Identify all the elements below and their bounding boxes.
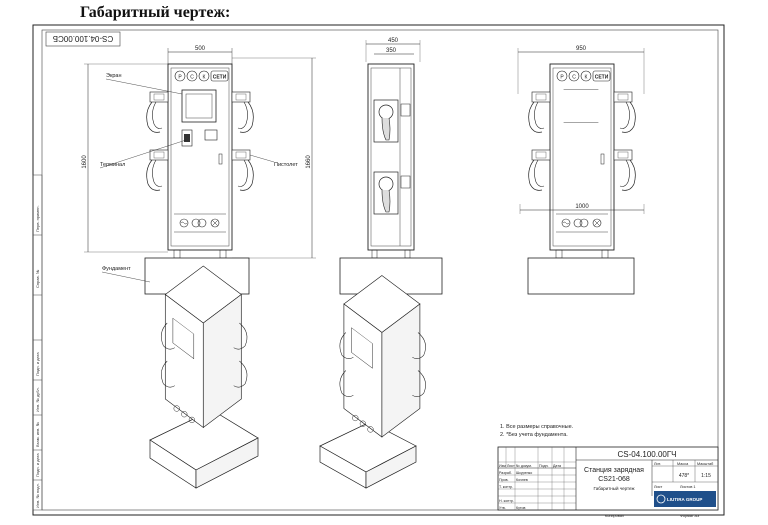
tb-header: Дата bbox=[553, 464, 561, 468]
front-view: 500 1600 1660 Р С К СЕТИ Экран Терминал … bbox=[82, 46, 316, 295]
tb-lit: Лит. bbox=[654, 462, 661, 466]
strip-label: Подп. и дата bbox=[35, 352, 40, 376]
iso-view-1 bbox=[149, 265, 259, 489]
tb-header: Изм bbox=[499, 464, 506, 468]
strip-label: Перв. примен. bbox=[35, 205, 40, 232]
tb-name: Кутов bbox=[516, 506, 525, 510]
tb-mass-header: Масса bbox=[677, 462, 689, 466]
tb-format: Формат A3 bbox=[680, 514, 699, 518]
note-line: 2. *Без учета фундамента. bbox=[500, 432, 568, 438]
logo-letter: Р bbox=[178, 75, 182, 81]
rotated-stamp-text: CS-04.100.00СБ bbox=[53, 34, 113, 43]
tb-role: Т. контр. bbox=[499, 485, 513, 489]
foundation-block bbox=[527, 257, 635, 295]
drawing-type: Габаритный чертеж bbox=[594, 485, 635, 491]
notes: 1. Все размеры справочные. 2. *Без учета… bbox=[500, 424, 574, 438]
logo-word: СЕТИ bbox=[213, 75, 227, 81]
tb-scale: 1:15 bbox=[701, 473, 711, 479]
strip-label: Подп. и дата bbox=[35, 453, 40, 477]
strip-label: Справ. № bbox=[35, 270, 40, 288]
dim-side-inner: 350 bbox=[386, 48, 397, 54]
strip-label: Инв. № дубл. bbox=[35, 387, 40, 412]
back-view: 950 Р С К СЕТИ 1000 bbox=[517, 46, 645, 295]
station-name: Станция зарядная bbox=[584, 467, 644, 474]
side-view: 450 350 bbox=[339, 38, 443, 295]
dim-back-inner: 1000 bbox=[575, 204, 589, 210]
tb-role: Утв. bbox=[499, 506, 506, 510]
tb-header: Подп. bbox=[539, 464, 549, 468]
company-logo bbox=[654, 491, 716, 507]
tb-header: № докум. bbox=[516, 464, 532, 468]
logo-letter: С bbox=[190, 75, 194, 81]
tb-scale-header: Масштаб bbox=[697, 462, 714, 466]
strip-label: Взам. инв. № bbox=[35, 422, 40, 447]
tb-role: Пров. bbox=[499, 478, 509, 482]
dim-front-total: 1660 bbox=[306, 155, 312, 169]
logo-letter: С bbox=[572, 75, 576, 81]
rotated-stamp: CS-04.100.00СБ bbox=[45, 31, 121, 47]
tb-name: Шкуренко bbox=[516, 471, 532, 475]
logo-word: СЕТИ bbox=[595, 75, 609, 81]
tb-mass: 478* bbox=[679, 473, 689, 479]
tb-copied: Копировал bbox=[605, 514, 624, 518]
tb-header: Лист bbox=[507, 464, 515, 468]
logo-letter: К bbox=[203, 75, 206, 81]
note-line: 1. Все размеры справочные. bbox=[500, 424, 574, 430]
company-name: LIUTIRA GROUP bbox=[667, 497, 702, 502]
iso-view-2 bbox=[319, 275, 426, 489]
tb-sheets: Листов 1 bbox=[680, 485, 696, 489]
tb-sheet: Лист bbox=[654, 485, 663, 489]
tb-role: Разраб. bbox=[499, 471, 512, 475]
logo-letter: Р bbox=[560, 75, 564, 81]
side-strip: Перв. примен. Справ. № Подп. и дата Инв.… bbox=[32, 174, 43, 511]
tb-name: Кочнев bbox=[516, 478, 528, 482]
callout-gun: Пистолет bbox=[274, 162, 298, 168]
dim-front-width: 500 bbox=[195, 46, 206, 52]
page-title: Габаритный чертеж: bbox=[80, 4, 231, 21]
dim-back-outer: 950 bbox=[576, 46, 587, 52]
callout-terminal: Терминал bbox=[100, 162, 125, 168]
logo-letter: К bbox=[585, 75, 588, 81]
strip-label: Инв. № подл. bbox=[35, 483, 40, 508]
dim-front-height: 1600 bbox=[82, 155, 88, 169]
title-block: CS-04.100.00ГЧ Изм Лист № докум. Подп. Д… bbox=[497, 446, 719, 518]
station-model: CS21-068 bbox=[598, 476, 630, 483]
dim-side-outer: 450 bbox=[388, 38, 399, 44]
callout-foundation: Фундамент bbox=[102, 266, 131, 272]
callout-screen: Экран bbox=[106, 73, 122, 79]
drawing-code: CS-04.100.00ГЧ bbox=[617, 450, 676, 459]
tb-role: Н. контр. bbox=[499, 499, 514, 503]
